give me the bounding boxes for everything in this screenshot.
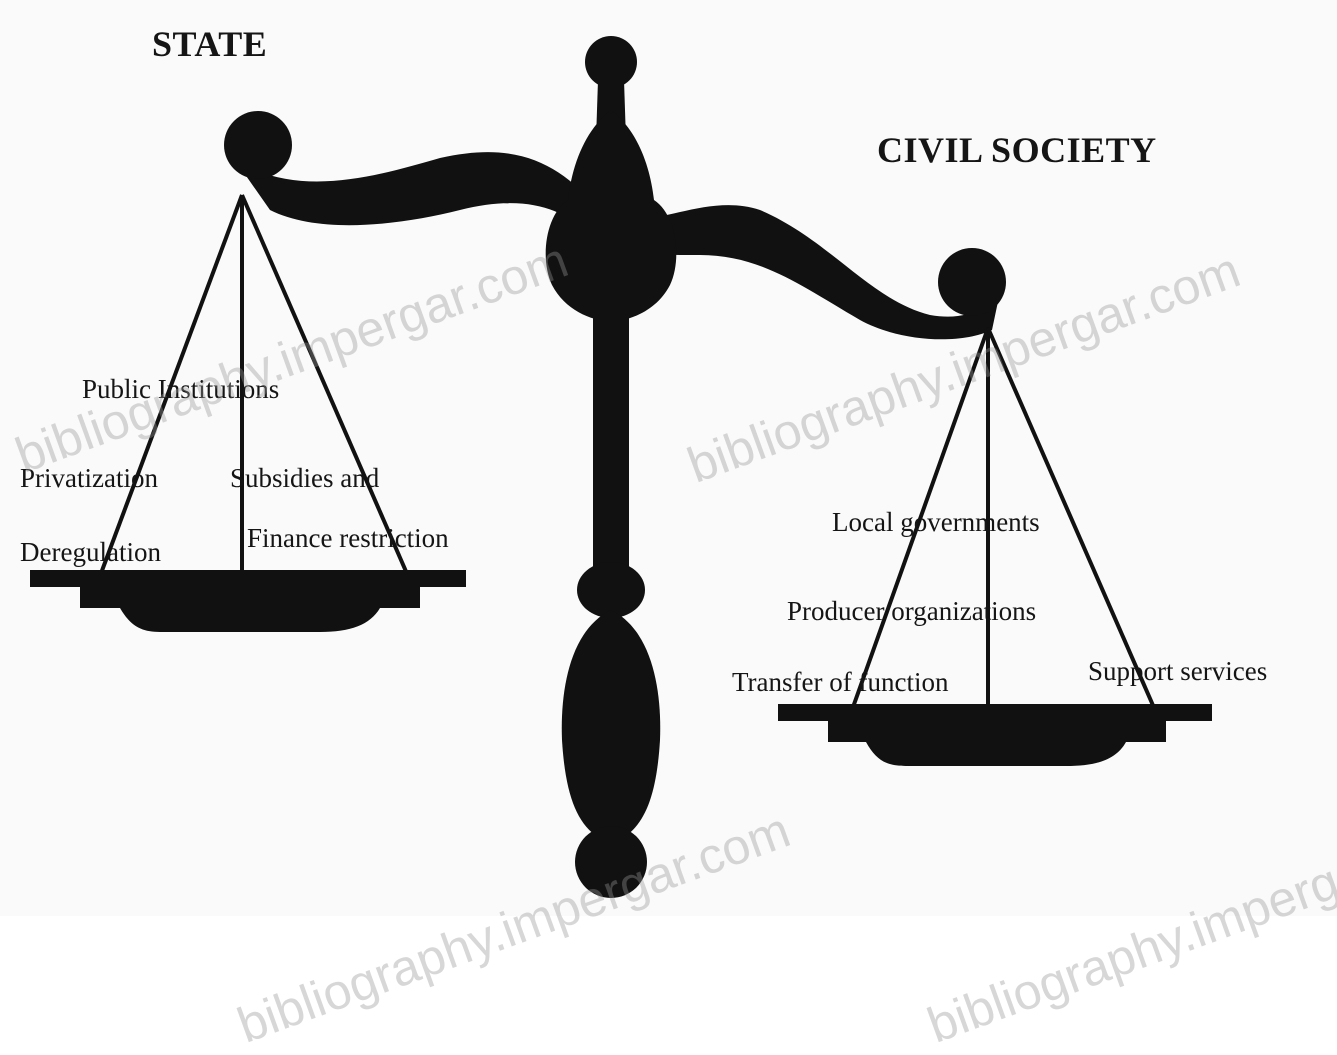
right-label-transfer-of-function: Transfer of function	[732, 667, 948, 697]
central-hub	[546, 110, 677, 322]
beam-left-knob	[224, 111, 292, 179]
left-label-subsidies-and: Subsidies and	[230, 463, 379, 493]
right-label-producer-organizations: Producer organizations	[787, 596, 1036, 626]
pillar-base	[562, 610, 660, 835]
right-pan-dish	[828, 720, 1166, 766]
pillar-collar	[577, 562, 645, 618]
right-pan-bar	[778, 704, 1212, 721]
right-label-support-services: Support services	[1088, 656, 1267, 686]
diagram-canvas: STATE CIVIL SOCIETY Public Institutions …	[0, 0, 1337, 916]
left-pan-dish	[80, 586, 420, 632]
pillar	[593, 300, 629, 590]
left-label-finance-restriction: Finance restriction	[247, 523, 449, 553]
left-label-deregulation: Deregulation	[20, 537, 161, 567]
state-heading: STATE	[152, 24, 267, 64]
civil-society-heading: CIVIL SOCIETY	[877, 130, 1157, 170]
right-label-local-governments: Local governments	[832, 507, 1040, 537]
left-pan-bar	[30, 570, 466, 587]
beam-right-knob	[938, 248, 1006, 316]
